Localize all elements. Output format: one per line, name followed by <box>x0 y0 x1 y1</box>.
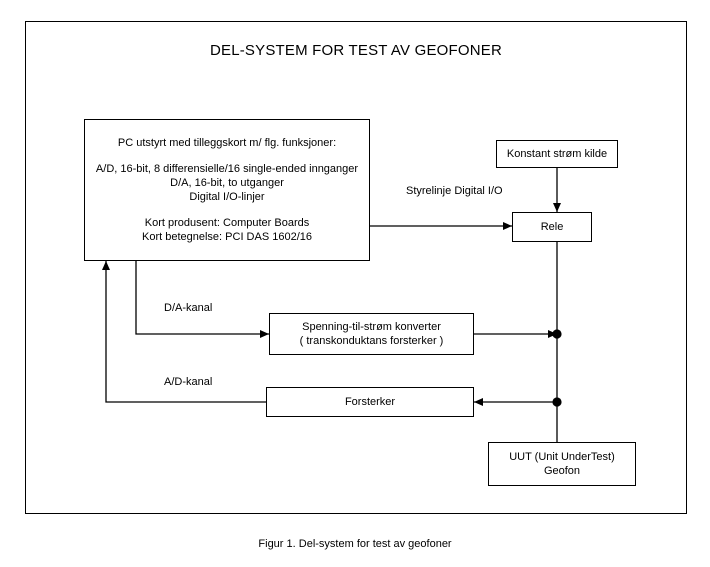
relay-label: Rele <box>540 221 564 233</box>
pc-spec-dio: Digital I/O-linjer <box>189 191 265 203</box>
pc-card-maker: Kort produsent: Computer Boards <box>144 217 310 229</box>
pc-spec-ad: A/D, 16-bit, 8 differensielle/16 single-… <box>95 163 359 175</box>
figure-caption: Figur 1. Del-system for test av geofoner <box>258 538 452 550</box>
block-uut[interactable]: UUT (Unit UnderTest) Geofon <box>488 442 636 486</box>
control-line-text-2: Digital I/O <box>454 185 503 197</box>
label-da-channel: D/A-kanal <box>164 302 213 314</box>
block-amplifier[interactable]: Forsterker <box>266 387 474 417</box>
pc-header: PC utstyrt med tilleggskort m/ flg. funk… <box>117 137 337 149</box>
label-ad-channel: A/D-kanal <box>164 376 213 388</box>
pc-spec-da: D/A, 16-bit, to utganger <box>170 177 284 189</box>
current-source-label: Konstant strøm kilde <box>506 148 608 160</box>
block-pc[interactable]: PC utstyrt med tilleggskort m/ flg. funk… <box>84 119 370 261</box>
converter-label-line2: ( transkonduktans forsterker ) <box>299 335 444 347</box>
converter-label-line1: Spenning-til-strøm konverter <box>302 321 441 333</box>
amplifier-label: Forsterker <box>344 396 396 408</box>
uut-label-line1: UUT (Unit UnderTest) <box>509 451 615 463</box>
block-relay[interactable]: Rele <box>512 212 592 242</box>
uut-label-line2: Geofon <box>543 465 581 477</box>
control-line-text-1: Styrelinje <box>406 185 452 197</box>
diagram-border <box>25 21 687 514</box>
block-constant-current-source[interactable]: Konstant strøm kilde <box>496 140 618 168</box>
label-control-line: Styrelinje Digital I/O <box>406 184 503 198</box>
page-title: DEL-SYSTEM FOR TEST AV GEOFONER <box>209 42 503 59</box>
pc-card-model: Kort betegnelse: PCI DAS 1602/16 <box>142 231 312 243</box>
block-voltage-to-current-converter[interactable]: Spenning-til-strøm konverter ( transkond… <box>269 313 474 355</box>
